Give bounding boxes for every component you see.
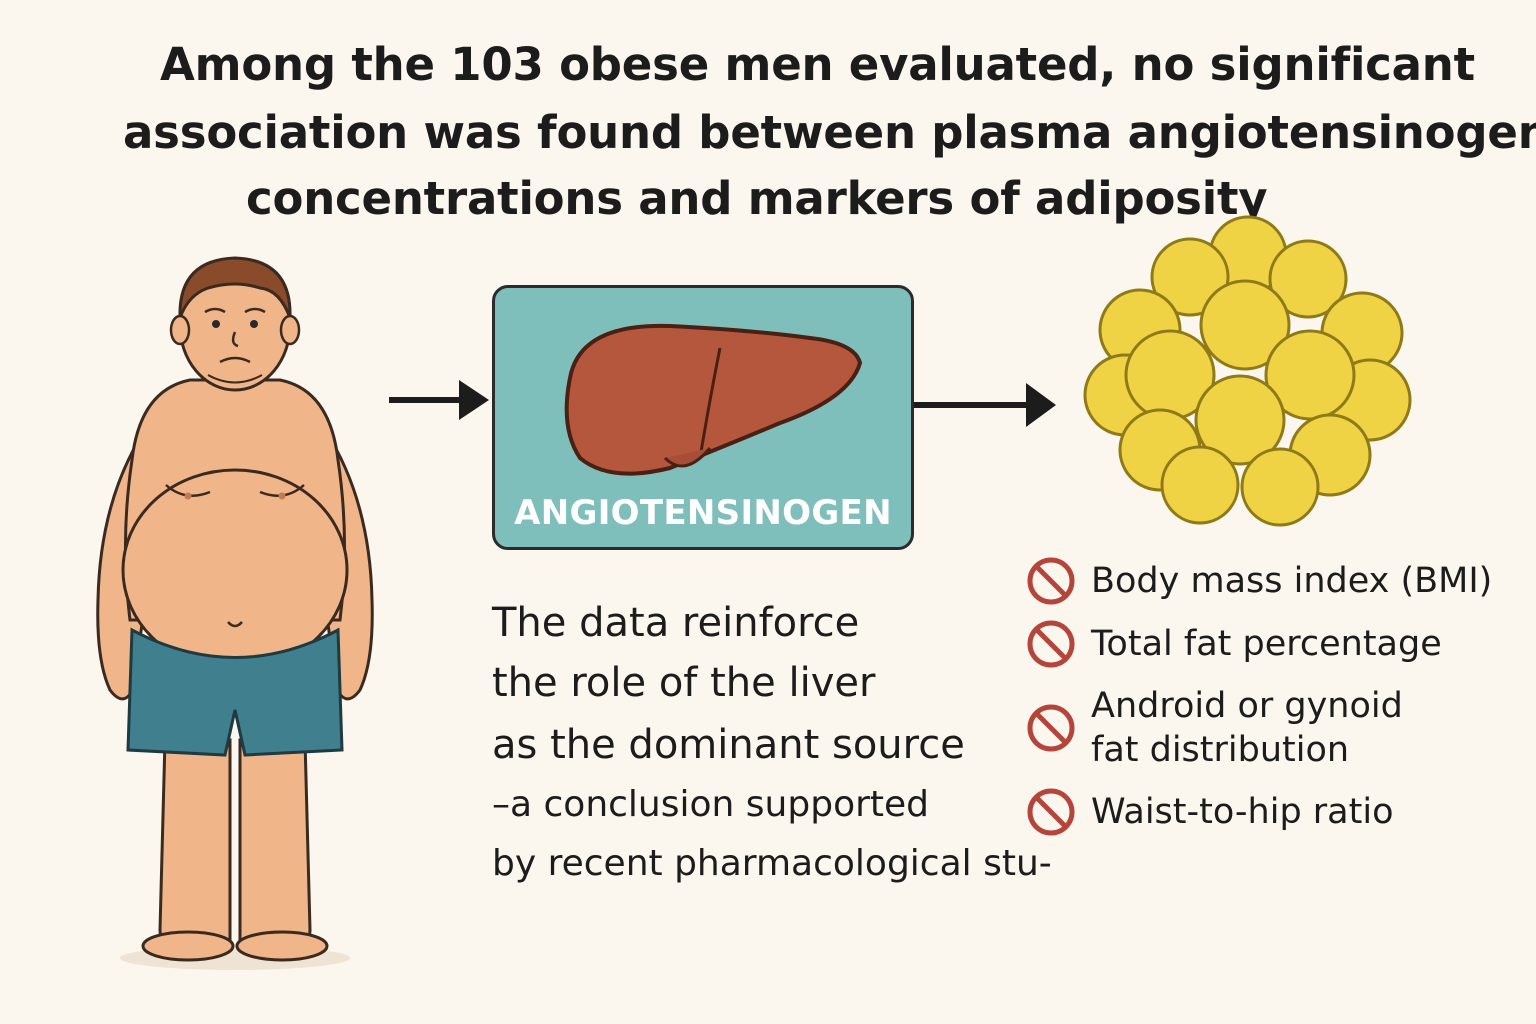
fat-cells-icon	[1083, 215, 1412, 527]
arrow-right-icon	[914, 383, 1056, 427]
title-line-2: association was found between plasma ang…	[123, 106, 1536, 159]
marker-label-line-2: fat distribution	[1091, 730, 1350, 770]
marker-label: Body mass index (BMI)	[1091, 561, 1493, 601]
marker-label-line-1: Android or gynoid	[1091, 686, 1403, 726]
liver-box-label: ANGIOTENSINOGEN	[514, 493, 892, 533]
conclusion-line-2: the role of the liver	[492, 660, 876, 706]
prohibited-icon	[1027, 788, 1075, 836]
prohibited-icon	[1027, 704, 1075, 752]
title-line-3: concentrations and markers of adiposity	[246, 172, 1268, 225]
prohibited-icon	[1027, 557, 1075, 605]
obese-man-illustration	[96, 256, 374, 970]
marker-label: Waist-to-hip ratio	[1091, 792, 1394, 832]
conclusion-line-5: by recent pharmacological stu-	[492, 843, 1052, 884]
marker-item-waist-to-hip: Waist-to-hip ratio	[1025, 786, 1394, 838]
arrow-right-icon	[389, 380, 489, 420]
conclusion-line-1: The data reinforce	[492, 600, 860, 646]
marker-label: Total fat percentage	[1091, 624, 1442, 664]
marker-item-fat-distribution: Android or gynoid fat distribution	[1025, 684, 1403, 772]
prohibited-icon	[1027, 620, 1075, 668]
liver-icon	[564, 323, 863, 476]
title-line-1: Among the 103 obese men evaluated, no si…	[160, 38, 1475, 91]
marker-item-bmi: Body mass index (BMI)	[1025, 555, 1492, 607]
conclusion-line-4: –a conclusion supported	[492, 784, 930, 825]
marker-item-fat-percentage: Total fat percentage	[1025, 618, 1442, 670]
conclusion-line-3: as the dominant source	[492, 722, 965, 768]
liver-box: ANGIOTENSINOGEN	[492, 285, 914, 550]
